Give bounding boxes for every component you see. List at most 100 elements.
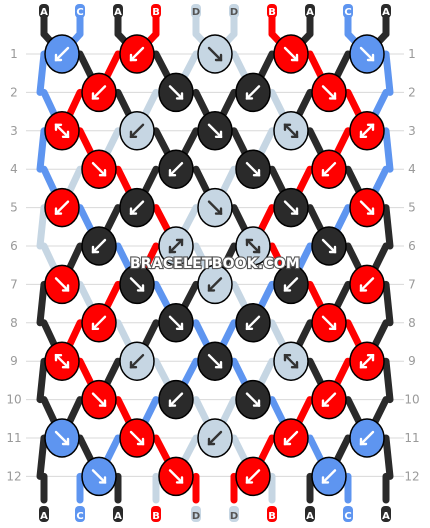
knot bbox=[311, 149, 347, 189]
strand-label: D bbox=[192, 7, 200, 18]
knot bbox=[311, 456, 347, 497]
knot bbox=[158, 456, 194, 497]
strand-end bbox=[39, 506, 49, 522]
strand-end bbox=[113, 4, 123, 18]
strand-label: B bbox=[268, 511, 276, 522]
strand-label: D bbox=[192, 511, 200, 522]
knot bbox=[197, 418, 233, 458]
knot bbox=[235, 72, 271, 113]
strand-segment bbox=[382, 280, 394, 327]
strand-label: A bbox=[40, 7, 48, 18]
strand-end bbox=[151, 4, 161, 18]
knot bbox=[81, 149, 117, 189]
knot bbox=[349, 418, 385, 458]
knot bbox=[235, 226, 271, 266]
strand-label: A bbox=[306, 511, 314, 522]
strand-label: D bbox=[230, 7, 238, 18]
row-label: 1 bbox=[408, 47, 416, 61]
strand-segment bbox=[382, 127, 394, 173]
row-label: 6 bbox=[408, 239, 416, 253]
knot-grid bbox=[44, 34, 385, 497]
knot bbox=[158, 149, 194, 189]
strand-label: C bbox=[76, 7, 83, 18]
knot bbox=[235, 149, 271, 189]
row-label: 7 bbox=[10, 277, 18, 291]
knot bbox=[349, 264, 385, 305]
knot bbox=[44, 111, 80, 151]
strand-end bbox=[75, 506, 85, 522]
knot bbox=[235, 379, 271, 420]
row-label: 1 bbox=[10, 47, 18, 61]
knot bbox=[311, 303, 347, 343]
strand-end bbox=[191, 4, 201, 18]
knot bbox=[311, 72, 347, 113]
knot bbox=[119, 341, 155, 381]
strand-end bbox=[343, 4, 353, 18]
strand-segment bbox=[36, 127, 48, 173]
strand-label: A bbox=[382, 7, 390, 18]
knot bbox=[311, 379, 347, 420]
knot bbox=[44, 418, 80, 458]
strand-segment bbox=[36, 50, 48, 96]
strand-end bbox=[39, 4, 49, 18]
strand-segment bbox=[382, 50, 394, 96]
knot bbox=[349, 34, 385, 74]
knot bbox=[197, 34, 233, 74]
knot bbox=[197, 111, 233, 151]
row-label: 5 bbox=[408, 201, 416, 215]
knot bbox=[158, 379, 194, 420]
strand-segment bbox=[36, 204, 48, 250]
knot bbox=[44, 187, 80, 228]
knot bbox=[197, 341, 233, 381]
strand-segment bbox=[36, 357, 48, 404]
strand-end bbox=[229, 4, 239, 18]
knot bbox=[119, 187, 155, 228]
knot bbox=[119, 111, 155, 151]
knot bbox=[158, 226, 194, 266]
strand-segment bbox=[382, 434, 394, 480]
row-label: 9 bbox=[408, 354, 416, 368]
knot bbox=[273, 264, 309, 305]
knot bbox=[235, 303, 271, 343]
strand-label: A bbox=[382, 511, 390, 522]
strand-end bbox=[151, 506, 161, 522]
knot bbox=[158, 72, 194, 113]
strand-label: B bbox=[152, 7, 160, 18]
strand-label: A bbox=[114, 511, 122, 522]
row-label: 8 bbox=[408, 316, 416, 330]
knot bbox=[81, 226, 117, 266]
strand-segment bbox=[36, 434, 48, 480]
strand-label: B bbox=[152, 511, 160, 522]
row-label: 10 bbox=[404, 393, 419, 407]
knot bbox=[273, 418, 309, 458]
row-label: 4 bbox=[408, 162, 416, 176]
knot bbox=[44, 341, 80, 381]
row-label: 11 bbox=[6, 431, 21, 445]
strand-label: D bbox=[230, 511, 238, 522]
knot bbox=[349, 111, 385, 151]
knot bbox=[44, 34, 80, 74]
strand-end bbox=[381, 506, 391, 522]
row-label: 7 bbox=[408, 277, 416, 291]
row-label: 5 bbox=[10, 201, 18, 215]
strand-segment bbox=[36, 280, 48, 327]
knot bbox=[273, 341, 309, 381]
strand-segment bbox=[382, 204, 394, 250]
strand-end bbox=[305, 4, 315, 18]
knot bbox=[81, 72, 117, 113]
strand-label: B bbox=[268, 7, 276, 18]
row-label: 4 bbox=[10, 162, 18, 176]
strand-label: A bbox=[306, 7, 314, 18]
row-label: 12 bbox=[6, 469, 21, 483]
strand-end bbox=[267, 506, 277, 522]
strand-end bbox=[381, 4, 391, 18]
knot bbox=[158, 303, 194, 343]
row-label: 8 bbox=[10, 316, 18, 330]
row-label: 3 bbox=[10, 124, 18, 138]
strand-label: C bbox=[344, 511, 351, 522]
knot bbox=[81, 379, 117, 420]
